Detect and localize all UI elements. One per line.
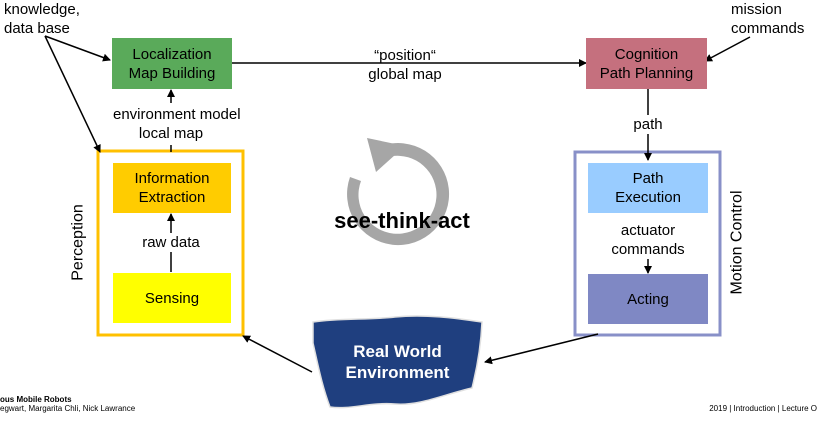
mission-line1: mission — [731, 1, 782, 18]
mission-label: mission commands — [731, 0, 804, 38]
path-exec-line2: Execution — [615, 189, 681, 206]
acting-text: Acting — [627, 290, 669, 308]
cycle-arrowhead — [367, 138, 405, 172]
real-world-blob — [312, 315, 483, 409]
knowledge-line1: knowledge, — [4, 1, 80, 18]
env-model-line1: environment model — [113, 106, 241, 123]
path-label: path — [626, 115, 670, 134]
acting-box: Acting — [588, 274, 708, 324]
path-exec-line1: Path — [632, 170, 664, 187]
actuator-commands-label: actuator commands — [598, 221, 698, 259]
perception-label: Perception — [69, 204, 87, 281]
cognition-box: Cognition Path Planning — [586, 38, 707, 89]
arrow-acting-to-real-world — [484, 333, 599, 365]
information-extraction-box: Information Extraction — [113, 163, 231, 213]
footer-left-line1: ous Mobile Robots — [0, 395, 72, 404]
arrow-knowledge-to-perception — [44, 35, 101, 153]
knowledge-line2: data base — [4, 20, 70, 37]
position-line1: “position“ — [374, 47, 436, 64]
arrow-mission-to-cognition — [704, 36, 751, 62]
cognition-line1: Cognition — [614, 45, 679, 63]
arrow-real-world-to-perception — [242, 335, 313, 373]
real-world-text: Real World Environment — [320, 338, 475, 386]
motion-control-label: Motion Control — [728, 190, 746, 295]
sensing-box: Sensing — [113, 273, 231, 323]
localization-box: Localization Map Building — [112, 38, 232, 89]
actuator-line1: actuator — [620, 222, 676, 239]
localization-line1: Localization — [132, 45, 212, 63]
localization-line2: Map Building — [128, 64, 216, 82]
actuator-line2: commands — [611, 241, 685, 258]
environment-model-label: environment model local map — [113, 105, 241, 143]
info-line2: Extraction — [138, 189, 206, 206]
arrow-knowledge-to-localization — [44, 35, 111, 62]
raw-data-label: raw data — [142, 234, 200, 251]
mission-line2: commands — [731, 20, 805, 37]
knowledge-label: knowledge, data base — [4, 0, 80, 38]
real-world-line2: Environment — [345, 363, 450, 382]
real-world-line1: Real World — [353, 342, 442, 361]
position-label: “position“ global map — [350, 46, 460, 84]
footer-right: 2019 | Introduction | Lecture O — [709, 404, 817, 413]
see-think-act-label: see-think-act — [334, 208, 470, 233]
sensing-text: Sensing — [144, 289, 200, 307]
footer-left-line2: egwart, Margarita Chli, Nick Lawrance — [0, 404, 136, 413]
position-line2: global map — [368, 66, 442, 83]
path-execution-box: Path Execution — [588, 163, 708, 213]
info-line1: Information — [134, 170, 210, 187]
cognition-line2: Path Planning — [599, 64, 694, 82]
env-model-line2: local map — [138, 125, 204, 142]
